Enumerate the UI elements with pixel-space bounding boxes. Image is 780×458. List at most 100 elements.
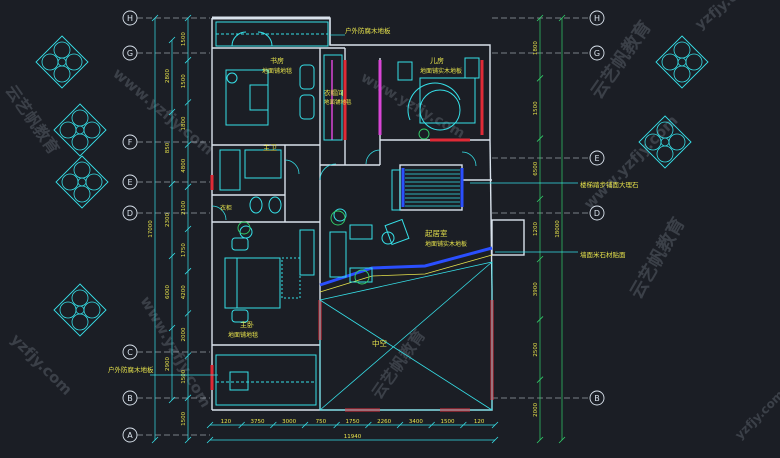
watermark-text: yzfjy.com bbox=[7, 330, 76, 399]
axis-bubble bbox=[122, 205, 138, 221]
dimension-label: 2000 bbox=[533, 402, 539, 416]
axis-label: H bbox=[594, 14, 600, 23]
label-master-floor: 地面铺地毯 bbox=[228, 331, 258, 339]
dimension-label: 11940 bbox=[344, 434, 362, 440]
section-symbol bbox=[53, 283, 107, 337]
dimension-label: 1800 bbox=[181, 116, 187, 130]
axis-label: B bbox=[127, 394, 133, 403]
axis-bubble bbox=[589, 205, 605, 221]
axis-bubble bbox=[122, 134, 138, 150]
door-swings bbox=[211, 149, 477, 221]
label-children-floor: 地面铺实木地板 bbox=[420, 67, 462, 75]
label-dressing: 衣柜 bbox=[220, 204, 232, 212]
axis-label: E bbox=[127, 178, 132, 187]
axis-label: H bbox=[127, 14, 133, 23]
dimension-label: 850 bbox=[165, 142, 171, 153]
axis-label: G bbox=[127, 49, 133, 58]
dimension-label: 120 bbox=[221, 419, 232, 425]
dimension-label: 750 bbox=[316, 419, 327, 425]
label-living-floor: 地面铺实木地板 bbox=[425, 240, 467, 248]
watermark-text: yzfjy.com bbox=[692, 0, 759, 33]
axis-bubble bbox=[589, 150, 605, 166]
watermark-text: 云艺帆教育 bbox=[625, 214, 689, 303]
dimension-label: 2300 bbox=[165, 213, 171, 227]
axis-label: G bbox=[594, 49, 600, 58]
section-symbol bbox=[35, 35, 89, 89]
furniture-fixtures bbox=[215, 21, 480, 406]
dimension-label: 1200 bbox=[533, 222, 539, 236]
label-outdoor-top: 户外防腐木地板 bbox=[345, 26, 391, 35]
label-bath: 主卫 bbox=[263, 143, 277, 152]
axis-label: D bbox=[594, 209, 600, 218]
note-wall: 墙面米石材贴面 bbox=[580, 250, 626, 259]
grid-axes-left: H G F E D C B A bbox=[122, 10, 210, 443]
dimension-label: 1500 bbox=[181, 32, 187, 46]
label-master: 主卧 bbox=[240, 320, 254, 329]
axis-label: C bbox=[127, 348, 133, 357]
watermark-text: www.yzfjy.com bbox=[358, 70, 467, 142]
dimension-label: 18000 bbox=[555, 220, 561, 238]
label-children: 儿房 bbox=[430, 56, 444, 65]
dimension-label: 17000 bbox=[148, 220, 154, 238]
dimension-label: 1500 bbox=[441, 419, 455, 425]
axis-bubble bbox=[122, 427, 138, 443]
axis-bubble bbox=[122, 10, 138, 26]
note-stair: 楼梯踏步铺面大理石 bbox=[580, 180, 639, 189]
dimension-label: 3900 bbox=[533, 282, 539, 296]
axis-label: A bbox=[127, 431, 133, 440]
label-void: 中空 bbox=[372, 338, 387, 348]
dimension-label: 3000 bbox=[282, 419, 296, 425]
axis-bubble bbox=[122, 344, 138, 360]
grid-axes-right: H G E D B bbox=[492, 10, 605, 406]
dimension-label: 2100 bbox=[181, 200, 187, 214]
section-symbol bbox=[655, 35, 709, 89]
leader-lines bbox=[150, 34, 578, 376]
dimension-label: 3400 bbox=[409, 419, 423, 425]
dimension-label: 6000 bbox=[165, 285, 171, 299]
plan-colored-walls bbox=[210, 16, 494, 412]
watermark-text: yzfjy.com bbox=[732, 387, 780, 442]
dimension-label: 2500 bbox=[533, 342, 539, 356]
dimension-label: 1750 bbox=[346, 419, 360, 425]
dimension-label: 1500 bbox=[533, 101, 539, 115]
section-symbol bbox=[53, 103, 107, 157]
axis-label: F bbox=[128, 138, 133, 147]
section-symbol bbox=[638, 115, 692, 169]
stair-treads bbox=[405, 169, 460, 207]
dimension-chains: 1500 1500 1800 4800 2100 1750 4200 2000 1500 1500… bbox=[148, 14, 566, 444]
label-outdoor-bottom: 户外防腐木地板 bbox=[108, 365, 154, 374]
section-symbol bbox=[55, 155, 109, 209]
axis-bubble bbox=[589, 10, 605, 26]
room-labels: 户外防腐木地板 书房 地面铺地毯 衣帽间 地面铺地毯 儿房 地面铺实木地板 主卫… bbox=[108, 26, 639, 374]
plants bbox=[237, 128, 430, 285]
axis-label: B bbox=[594, 394, 600, 403]
dimension-label: 1750 bbox=[181, 243, 187, 257]
axis-bubble bbox=[122, 45, 138, 61]
axis-label: D bbox=[127, 209, 133, 218]
axis-bubble bbox=[589, 390, 605, 406]
dimension-label: 6500 bbox=[533, 161, 539, 175]
dimension-label: 2000 bbox=[181, 327, 187, 341]
dimension-label: 4800 bbox=[181, 158, 187, 172]
dimension-label: 4200 bbox=[181, 285, 187, 299]
dimension-label: 1800 bbox=[533, 41, 539, 55]
label-closet: 衣帽间 bbox=[324, 88, 344, 97]
dimension-label: 1500 bbox=[181, 74, 187, 88]
dimension-label: 1500 bbox=[181, 369, 187, 383]
dimension-label: 2260 bbox=[377, 419, 391, 425]
watermark-text: www.yzfjy.com bbox=[109, 64, 217, 158]
axis-bubble bbox=[122, 390, 138, 406]
label-living: 起居室 bbox=[425, 228, 448, 238]
label-closet-floor: 地面铺地毯 bbox=[324, 98, 352, 106]
label-study: 书房 bbox=[270, 56, 284, 65]
axis-label: E bbox=[594, 154, 599, 163]
label-study-floor: 地面铺地毯 bbox=[262, 67, 292, 75]
axis-bubble bbox=[589, 45, 605, 61]
axis-bubble bbox=[122, 174, 138, 190]
dimension-label: 120 bbox=[474, 419, 485, 425]
dimension-label: 2800 bbox=[165, 69, 171, 83]
section-symbols bbox=[35, 35, 709, 337]
dimension-label: 2900 bbox=[165, 357, 171, 371]
dimension-label: 3750 bbox=[251, 419, 265, 425]
